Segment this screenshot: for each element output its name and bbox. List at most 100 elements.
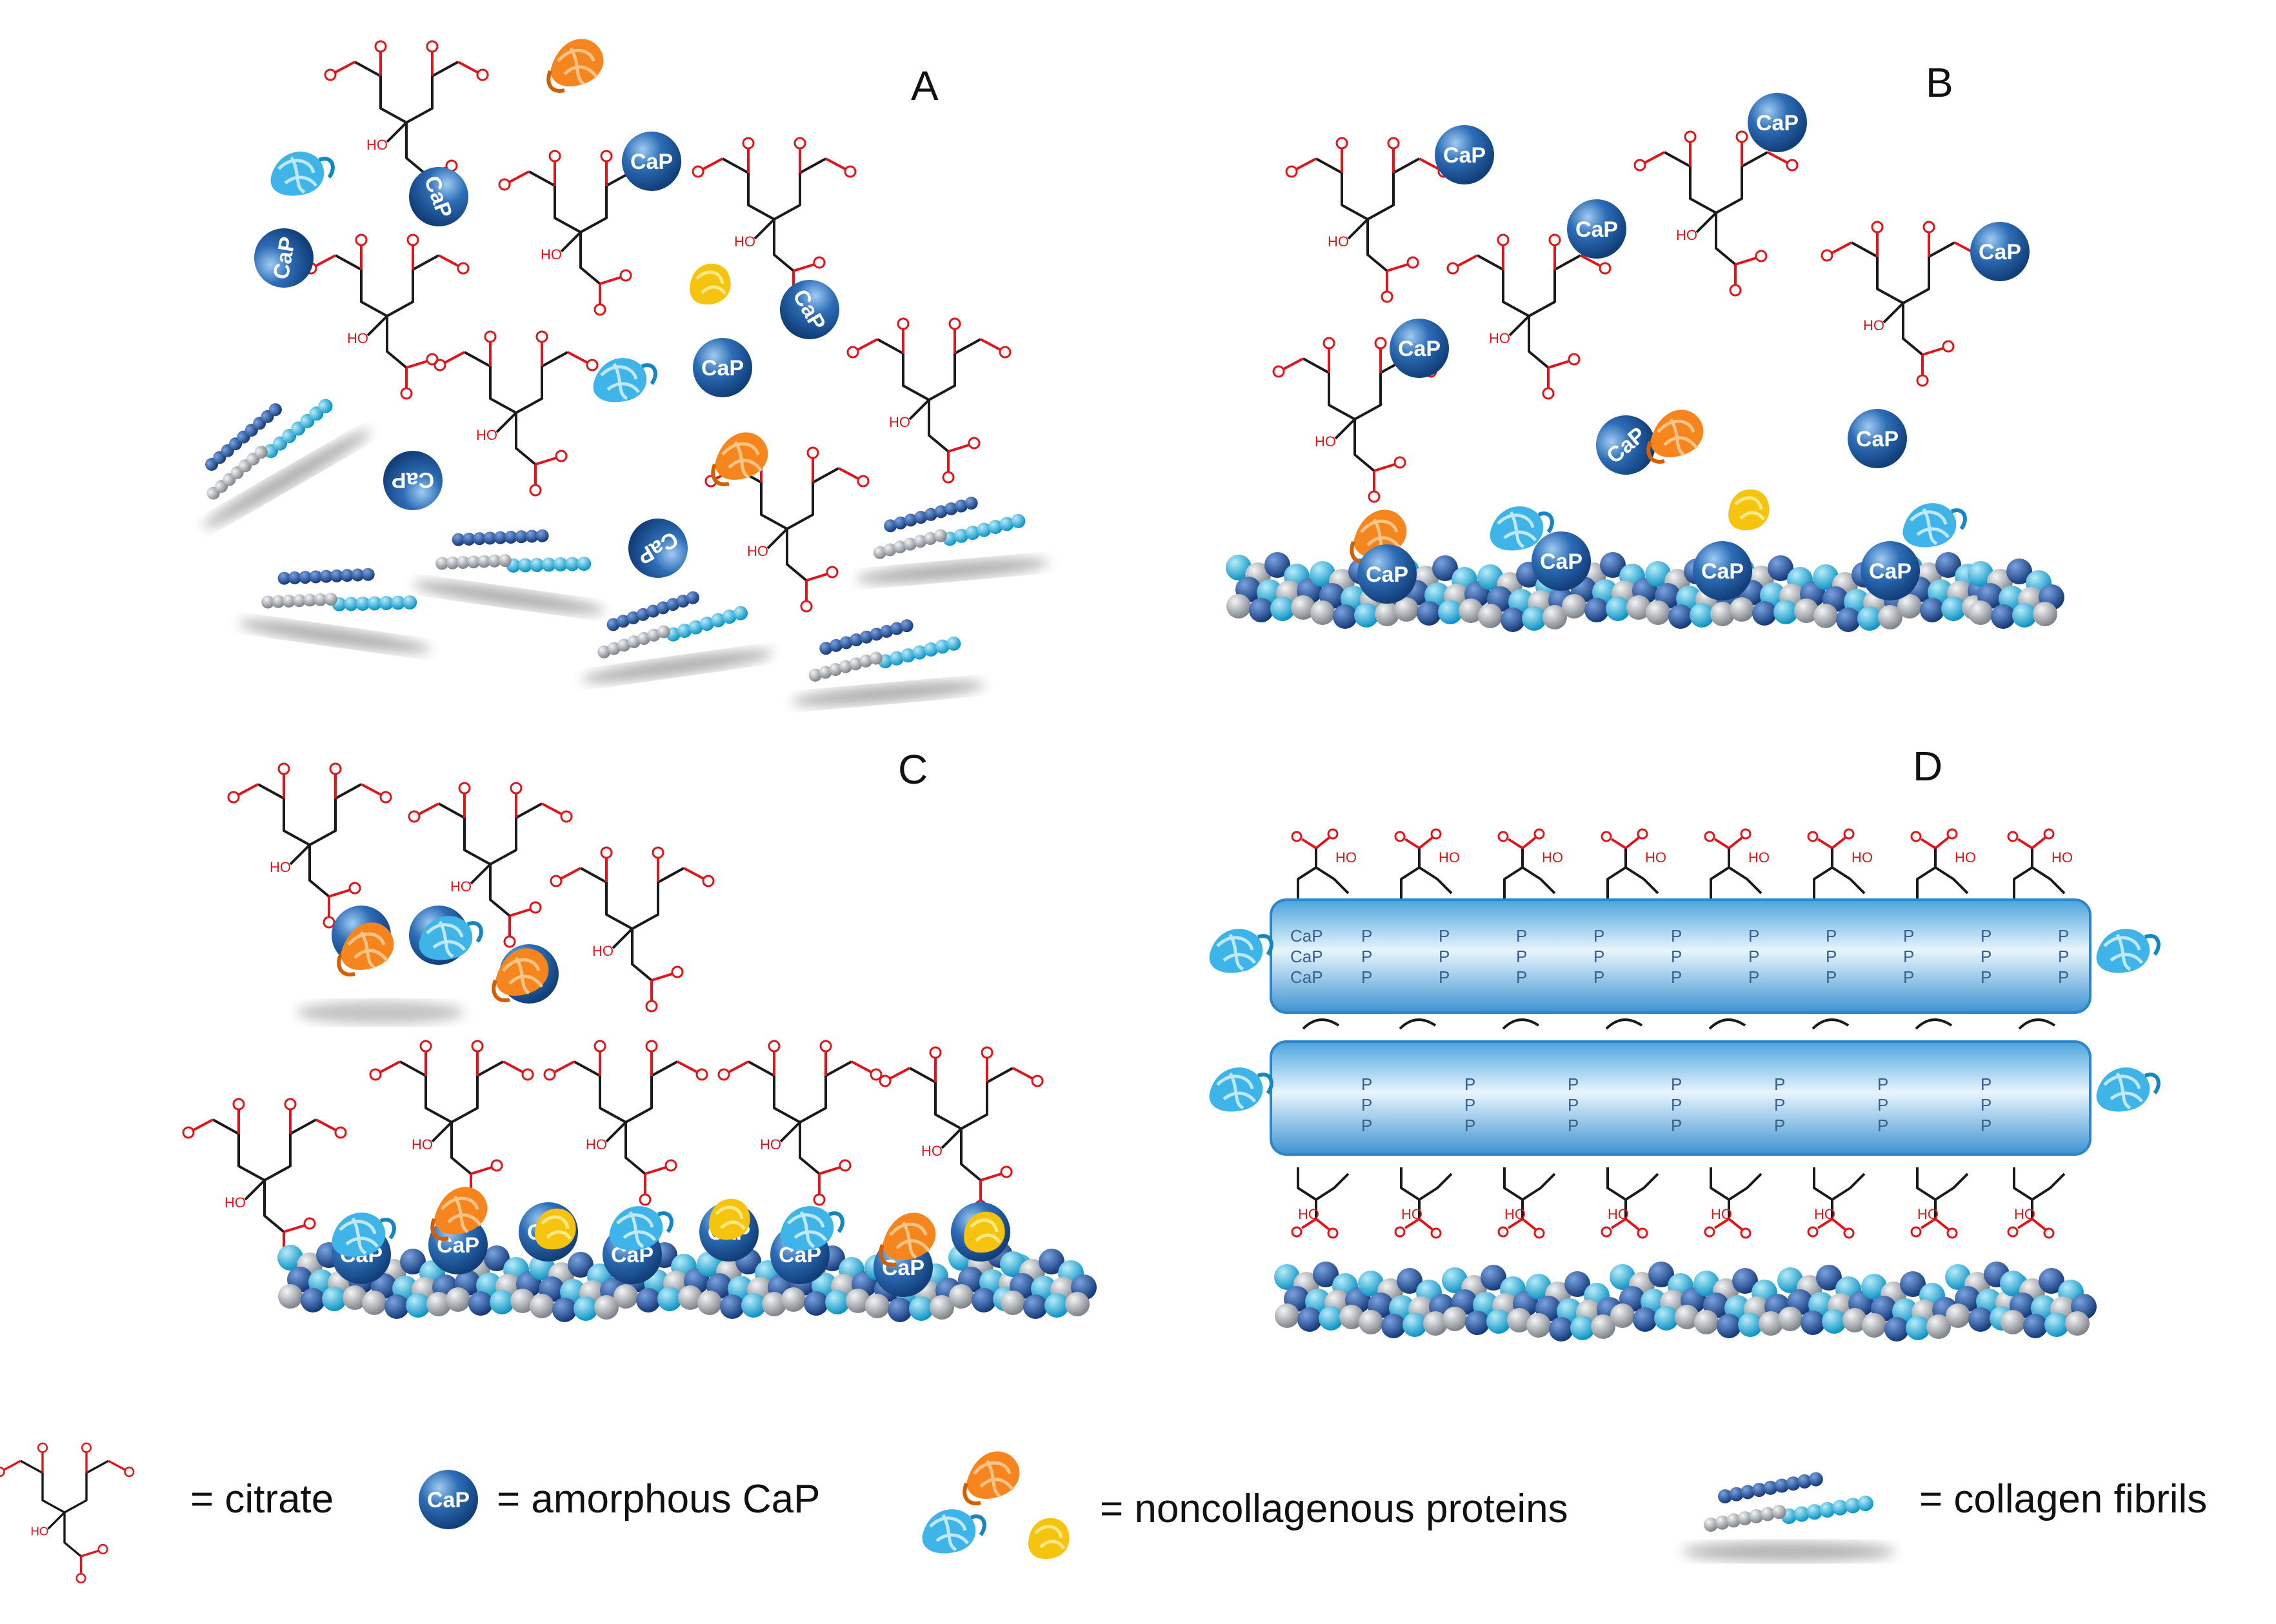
svg-text:P: P (1671, 967, 1682, 987)
panel-c: CaP CaP CaP CaP CaP CaP CaP (182, 762, 1097, 1322)
protein-blue (1210, 929, 1272, 973)
svg-text:P: P (1464, 1074, 1475, 1094)
protein-orange (1648, 410, 1703, 462)
collagen-fibril-horizontal (1274, 1262, 2097, 1342)
svg-text:P: P (1593, 926, 1604, 946)
citrate-molecule (717, 1040, 883, 1206)
svg-text:P: P (1439, 926, 1450, 946)
collagen-fibril (412, 513, 615, 620)
svg-text:P: P (1981, 947, 1992, 966)
citrate-molecule (1821, 221, 1986, 387)
panel-label-a: A (911, 63, 939, 109)
protein-blue (2097, 929, 2159, 973)
collagen-fibril (572, 581, 775, 689)
citrate-molecule (227, 762, 392, 929)
svg-text:P: P (1774, 1095, 1785, 1114)
cap-sphere: CaP (1532, 531, 1591, 591)
citrate-molecule (1446, 233, 1612, 400)
panel-a: CaP CaP CaP CaP CaP CaP CaP (167, 39, 1050, 711)
svg-text:CaP: CaP (1869, 559, 1912, 584)
svg-text:P: P (1464, 1095, 1475, 1114)
citrate-molecule (1633, 130, 1799, 297)
panel-b: CaP CaP CaP CaP CaP CaP CaP CaP CaP CaP … (1226, 93, 2064, 632)
collagen-fibril-icon (1682, 1472, 1895, 1562)
svg-text:P: P (1516, 967, 1527, 987)
protein-yellow (1728, 490, 1770, 530)
svg-text:CaP: CaP (701, 356, 744, 381)
citrate-molecule (434, 330, 599, 497)
svg-text:P: P (1877, 1095, 1888, 1114)
panel-label-d: D (1913, 743, 1942, 789)
cap-sphere: CaP (401, 159, 477, 235)
cap-sphere: CaP (1567, 199, 1626, 259)
cap-sphere: CaP (622, 132, 681, 191)
svg-text:P: P (1774, 1116, 1785, 1135)
legend-protein-label: = noncollagenous proteins (1100, 1487, 1568, 1531)
svg-text:P: P (1568, 1116, 1579, 1135)
cap-sphere: CaP (1435, 125, 1494, 184)
svg-text:P: P (1981, 926, 1992, 946)
svg-text:P: P (1748, 926, 1759, 946)
cap-sphere: CaP (1748, 93, 1807, 152)
svg-text:P: P (1439, 947, 1450, 966)
legend-collagen-label: = collagen fibrils (1919, 1477, 2207, 1521)
protein-blue (271, 152, 333, 195)
citrate-molecule (1285, 137, 1450, 303)
svg-text:P: P (1774, 1074, 1785, 1094)
cap-sphere-icon: CaP (419, 1470, 478, 1529)
cap-sphere: CaP (1357, 544, 1417, 604)
svg-text:P: P (1439, 967, 1450, 987)
svg-text:P: P (2058, 967, 2069, 987)
svg-text:P: P (1748, 967, 1759, 987)
citrate-molecule (543, 1040, 708, 1206)
legend: = citrate CaP = amorphous CaP = noncolla… (0, 1442, 2207, 1584)
svg-text:CaP: CaP (1979, 240, 2021, 264)
svg-text:P: P (1671, 1074, 1682, 1094)
svg-text:P: P (1361, 1074, 1372, 1094)
svg-text:CaP: CaP (427, 1488, 470, 1512)
svg-text:CaP: CaP (1701, 559, 1744, 584)
svg-text:P: P (1464, 1116, 1475, 1135)
svg-text:P: P (1516, 926, 1527, 946)
citrate-molecule (846, 317, 1012, 484)
svg-text:P: P (2058, 926, 2069, 946)
svg-text:P: P (1593, 967, 1604, 987)
citrate-bridges (1302, 1018, 2056, 1030)
cap-sphere: CaP (1848, 409, 1907, 468)
svg-text:P: P (1903, 967, 1914, 987)
cap-sphere: CaP (617, 508, 699, 589)
svg-text:CaP: CaP (1575, 217, 1618, 242)
svg-text:P: P (1593, 947, 1604, 966)
cap-sphere: CaP (1390, 319, 1449, 378)
svg-text:CaP: CaP (1290, 947, 1323, 966)
svg-text:P: P (1981, 967, 1992, 987)
panel-d: CaP CaP CaP PPP PPP PPP PPP PPP PPP PPP … (1210, 828, 2159, 1342)
cap-sphere: CaP (383, 451, 443, 510)
citrate-molecule-icon (0, 1442, 135, 1584)
protein-blue (594, 358, 655, 402)
svg-text:P: P (1361, 1095, 1372, 1114)
svg-text:CaP: CaP (630, 150, 673, 174)
svg-text:P: P (1671, 1116, 1682, 1135)
svg-text:CaP: CaP (1756, 111, 1799, 135)
mineralized-rod-lower: PPP PPP PPP PPP PPP PPP PPP (1270, 1040, 2091, 1156)
protein-blue (781, 1206, 843, 1250)
citrate-molecule (182, 1098, 347, 1264)
svg-text:P: P (1981, 1074, 1992, 1094)
citrate-molecule (304, 233, 470, 400)
citrate-row-top (1291, 828, 2074, 901)
svg-text:P: P (1981, 1116, 1992, 1135)
svg-text:CaP: CaP (1856, 427, 1899, 451)
legend-cap-label: = amorphous CaP (497, 1477, 820, 1521)
protein-yellow (690, 264, 731, 304)
svg-text:P: P (1826, 947, 1837, 966)
svg-text:P: P (1981, 1095, 1992, 1114)
collagen-fibril (785, 613, 985, 711)
legend-citrate-label: = citrate (190, 1477, 334, 1521)
cap-sphere: CaP (1693, 541, 1752, 600)
svg-text:CaP: CaP (1398, 337, 1441, 361)
svg-text:CaP: CaP (437, 1233, 479, 1258)
cap-sphere: CaP (769, 269, 850, 350)
svg-text:P: P (1826, 967, 1837, 987)
svg-text:P: P (1568, 1095, 1579, 1114)
